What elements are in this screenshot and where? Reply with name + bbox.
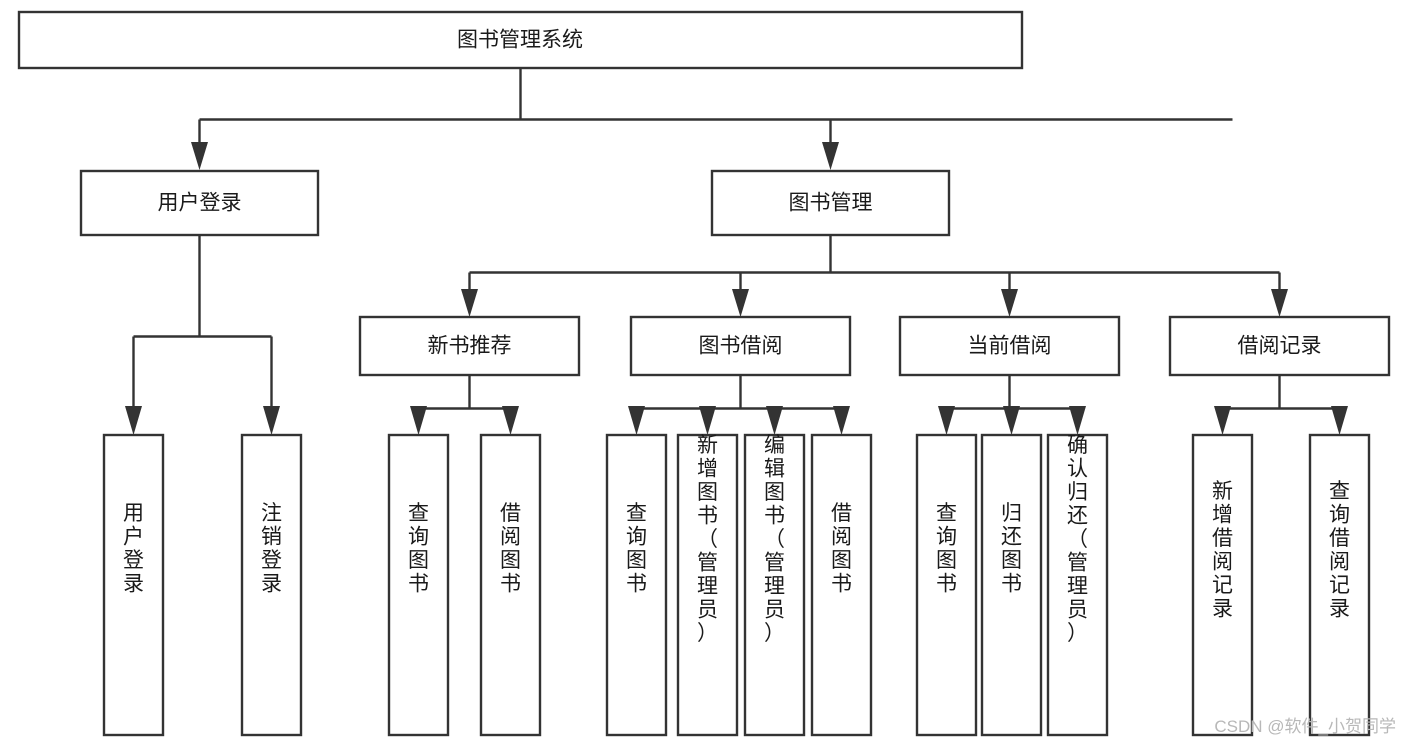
leaf-label-10: 确认归还（管理员） xyxy=(1067,434,1088,645)
leaf-box-7[interactable] xyxy=(810,433,873,737)
level2-label-1: 图书借阅 xyxy=(699,335,783,358)
arrow-head-icon xyxy=(822,142,839,170)
root-label: 图书管理系统 xyxy=(457,29,583,52)
arrow-head-icon xyxy=(766,406,783,435)
leaf-node-borrow-book-2[interactable]: 借阅图书 xyxy=(810,433,873,737)
leaf-box-0[interactable] xyxy=(102,433,165,737)
arrow-head-icon xyxy=(938,406,955,435)
leaf-node-add-book-admin[interactable]: 新增图书（管理员） xyxy=(676,433,739,737)
level1-label-0: 用户登录 xyxy=(158,192,242,215)
leaf-label-7: 借阅图书 xyxy=(831,502,852,596)
leaf-node-return-book[interactable]: 归还图书 xyxy=(980,433,1043,737)
arrow-head-icon xyxy=(1003,406,1020,435)
arrow-head-icon xyxy=(502,406,519,435)
node-book-management[interactable]: 图书管理 xyxy=(710,169,951,237)
leaf-label-12: 查询借阅记录 xyxy=(1329,480,1350,621)
connector-borrowrecord-to-leaves xyxy=(1214,375,1348,435)
node-new-book-recommend[interactable]: 新书推荐 xyxy=(358,315,581,377)
node-current-borrow[interactable]: 当前借阅 xyxy=(898,315,1121,377)
node-borrow-record[interactable]: 借阅记录 xyxy=(1168,315,1391,377)
leaf-node-confirm-return-admin[interactable]: 确认归还（管理员） xyxy=(1046,433,1109,737)
leaf-node-query-borrow-record[interactable]: 查询借阅记录 xyxy=(1308,433,1371,737)
leaf-label-8: 查询图书 xyxy=(936,502,957,596)
leaf-box-4[interactable] xyxy=(605,433,668,737)
arrow-head-icon xyxy=(1001,289,1018,317)
leaf-node-query-book-3[interactable]: 查询图书 xyxy=(915,433,978,737)
watermark-label: CSDN @软件_小贺同学 xyxy=(1214,717,1396,736)
connector-currentborrow-to-leaves xyxy=(938,375,1086,435)
leaf-label-5: 新增图书（管理员） xyxy=(697,434,718,645)
leaf-label-6: 编辑图书（管理员） xyxy=(764,434,785,645)
arrow-head-icon xyxy=(263,406,280,435)
leaf-box-10[interactable] xyxy=(1046,433,1109,737)
leaf-node-user-login[interactable]: 用户登录 xyxy=(102,433,165,737)
level2-box-0[interactable] xyxy=(358,315,581,377)
leaf-node-borrow-book-1[interactable]: 借阅图书 xyxy=(479,433,542,737)
node-user-login[interactable]: 用户登录 xyxy=(79,169,320,237)
leaf-node-add-borrow-record[interactable]: 新增借阅记录 xyxy=(1191,433,1254,737)
leaf-box-1[interactable] xyxy=(240,433,303,737)
connector-userlogin-to-leaves xyxy=(125,235,280,435)
connector-root-to-level1 xyxy=(191,68,1233,170)
leaf-box-12[interactable] xyxy=(1308,433,1371,737)
leaf-box-3[interactable] xyxy=(479,433,542,737)
leaf-box-6[interactable] xyxy=(743,433,806,737)
leaf-box-9[interactable] xyxy=(980,433,1043,737)
arrow-head-icon xyxy=(1214,406,1231,435)
arrow-head-icon xyxy=(461,289,478,317)
level1-label-1: 图书管理 xyxy=(789,192,873,215)
root-box[interactable] xyxy=(17,10,1024,70)
leaf-label-0: 用户登录 xyxy=(123,502,144,596)
connector-newbook-to-leaves xyxy=(410,375,519,435)
level2-label-3: 借阅记录 xyxy=(1238,335,1322,358)
arrow-head-icon xyxy=(1331,406,1348,435)
arrow-head-icon xyxy=(699,406,716,435)
level2-box-2[interactable] xyxy=(898,315,1121,377)
leaf-box-11[interactable] xyxy=(1191,433,1254,737)
level2-label-2: 当前借阅 xyxy=(968,335,1052,358)
arrow-head-icon xyxy=(191,142,208,170)
connector-bookmgmt-to-level2 xyxy=(461,235,1288,317)
arrow-head-icon xyxy=(410,406,427,435)
arrow-head-icon xyxy=(1271,289,1288,317)
node-root-system[interactable]: 图书管理系统 xyxy=(17,10,1024,70)
leaf-label-2: 查询图书 xyxy=(408,502,429,596)
leaf-box-8[interactable] xyxy=(915,433,978,737)
arrow-head-icon xyxy=(125,406,142,435)
leaf-label-4: 查询图书 xyxy=(626,502,647,596)
level2-label-0: 新书推荐 xyxy=(428,335,512,358)
arrow-head-icon xyxy=(628,406,645,435)
connector-bookborrow-to-leaves xyxy=(628,375,850,435)
leaf-node-logout[interactable]: 注销登录 xyxy=(240,433,303,737)
leaf-node-query-book-1[interactable]: 查询图书 xyxy=(387,433,450,737)
arrow-head-icon xyxy=(732,289,749,317)
leaf-box-2[interactable] xyxy=(387,433,450,737)
leaf-label-3: 借阅图书 xyxy=(500,502,521,596)
leaf-node-edit-book-admin[interactable]: 编辑图书（管理员） xyxy=(743,433,806,737)
level1-box-0[interactable] xyxy=(79,169,320,237)
leaf-node-query-book-2[interactable]: 查询图书 xyxy=(605,433,668,737)
leaf-box-5[interactable] xyxy=(676,433,739,737)
leaf-label-11: 新增借阅记录 xyxy=(1212,480,1233,621)
node-book-borrow[interactable]: 图书借阅 xyxy=(629,315,852,377)
leaf-label-1: 注销登录 xyxy=(261,502,282,596)
arrow-head-icon xyxy=(833,406,850,435)
arrow-head-icon xyxy=(1069,406,1086,435)
leaf-label-9: 归还图书 xyxy=(1001,502,1022,596)
